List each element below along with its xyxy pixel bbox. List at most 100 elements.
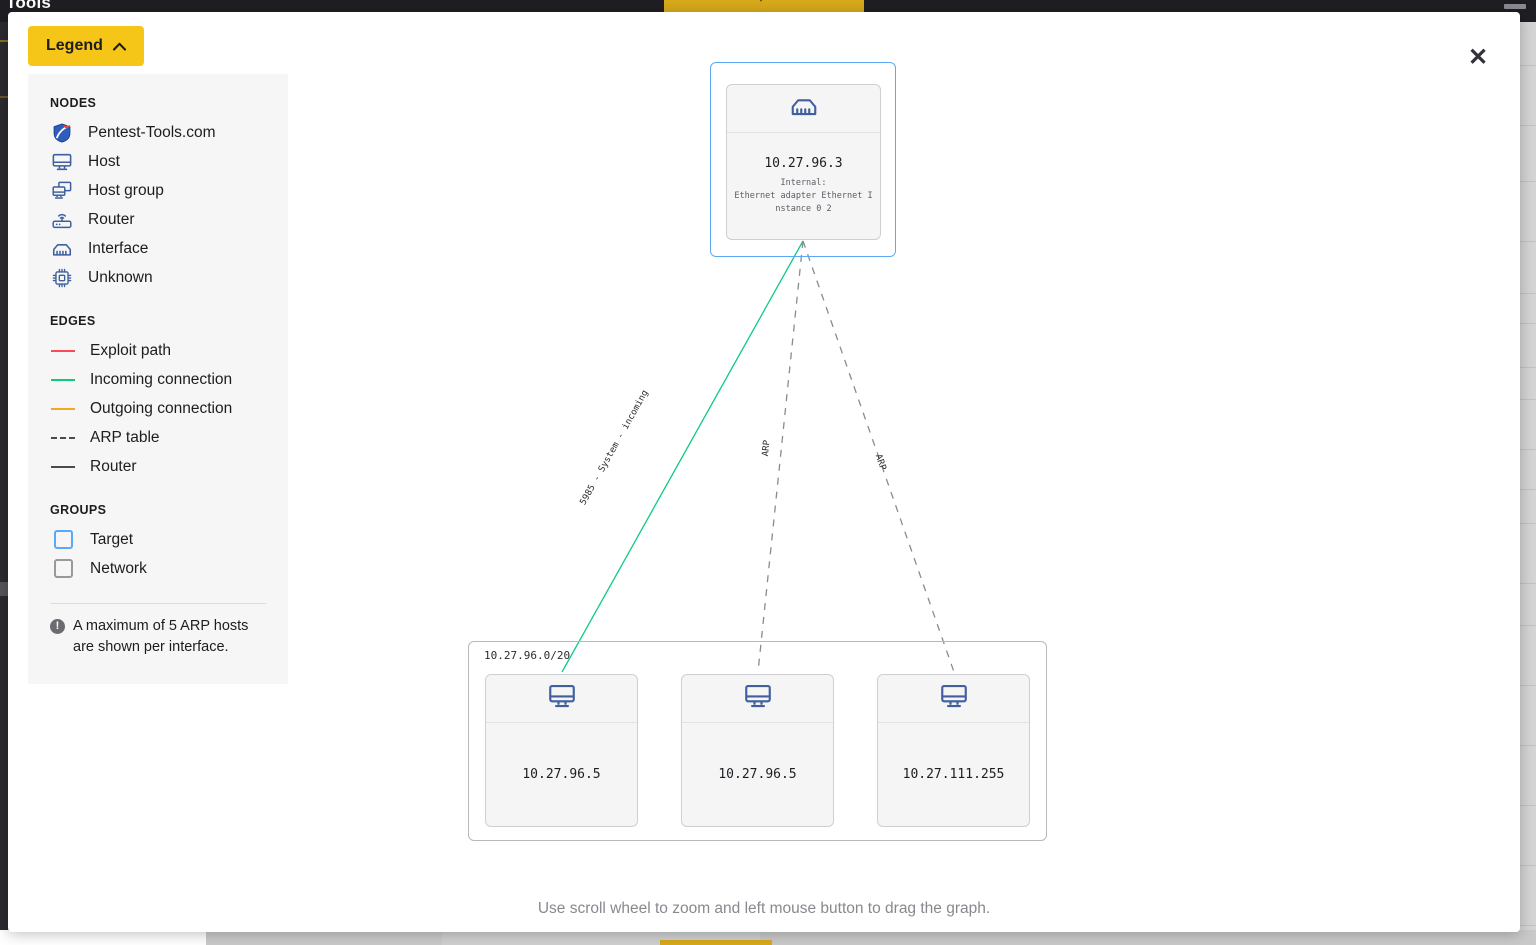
graph-edge — [757, 240, 804, 673]
close-icon[interactable]: ✕ — [1467, 44, 1489, 71]
interface-icon — [789, 91, 819, 126]
group-box-icon — [50, 557, 76, 581]
edge-swatch-icon — [50, 339, 76, 363]
edge-swatch-icon — [50, 397, 76, 421]
monitor-icon — [743, 681, 773, 716]
legend-section-nodes: NODES Pentest-Tools.com Host Host group … — [50, 96, 266, 292]
legend-section-groups: GROUPS Target Network — [50, 503, 266, 583]
monitor-icon — [939, 681, 969, 716]
legend-edge-item: Incoming connection — [50, 365, 266, 394]
legend-divider — [50, 603, 266, 604]
background-table-row — [1508, 626, 1536, 686]
graph-node-title: 10.27.96.3 — [764, 156, 843, 172]
background-table-row — [1508, 686, 1536, 746]
graph-node-header — [486, 675, 637, 723]
background-table-row — [1508, 368, 1536, 400]
legend-node-label: Host group — [88, 181, 164, 199]
background-bottom-strip — [206, 930, 1536, 945]
edge-swatch-icon — [50, 426, 76, 450]
host-group-icon — [50, 179, 74, 203]
background-table-row — [1508, 242, 1536, 294]
interface-icon — [50, 237, 74, 261]
legend-edges-title: EDGES — [50, 314, 96, 328]
graph-edge — [802, 240, 955, 673]
background-table-row — [1508, 66, 1536, 126]
legend-toggle-label: Legend — [46, 37, 103, 54]
legend-node-item: Pentest-Tools.com — [50, 118, 266, 147]
group-box-icon — [50, 528, 76, 552]
legend-group-item: Target — [50, 525, 266, 554]
graph-node-header — [727, 85, 880, 133]
legend-edge-item: Router — [50, 452, 266, 481]
background-table-row — [1508, 324, 1536, 368]
legend-node-label: Pentest-Tools.com — [88, 123, 216, 141]
legend-note: ! A maximum of 5 ARP hosts are shown per… — [50, 616, 266, 658]
network-group-label: 10.27.96.0/20 — [484, 649, 571, 662]
legend-node-item: Unknown — [50, 263, 266, 292]
legend-edge-label: Router — [90, 457, 137, 475]
graph-node-body: 10.27.96.5 — [486, 723, 637, 826]
router-icon — [50, 208, 74, 232]
legend-section-edges: EDGES Exploit path Incoming connection O… — [50, 314, 266, 481]
legend-edge-label: Incoming connection — [90, 370, 233, 388]
legend-edge-item: ARP table — [50, 423, 266, 452]
background-table-row — [1508, 22, 1536, 66]
graph-node-title: 10.27.111.255 — [902, 767, 1005, 782]
background-table-row — [1508, 584, 1536, 626]
background-table-row — [1508, 806, 1536, 866]
legend-node-item: Host — [50, 147, 266, 176]
legend-edge-item: Exploit path — [50, 336, 266, 365]
graph-node-body: 10.27.111.255 — [878, 723, 1029, 826]
graph-node[interactable]: 10.27.96.5 — [681, 674, 834, 827]
graph-node-header — [878, 675, 1029, 723]
network-group-frame[interactable] — [468, 641, 1047, 841]
graph-node[interactable]: 10.27.96.5 — [485, 674, 638, 827]
graph-node-body: 10.27.96.5 — [682, 723, 833, 826]
edge-swatch-icon — [50, 455, 76, 479]
graph-edge — [561, 240, 804, 673]
chip-icon — [50, 266, 74, 290]
background-table-row — [1508, 866, 1536, 926]
monitor-icon — [547, 681, 577, 716]
background-table-row — [1508, 400, 1536, 450]
background-topbar-title: Tools — [6, 0, 52, 12]
legend-group-item: Network — [50, 554, 266, 583]
graph-edges-svg — [561, 240, 955, 673]
graph-node-subtitle: Internal: Ethernet adapter Ethernet Inst… — [734, 178, 873, 214]
edge-swatch-icon — [50, 368, 76, 392]
legend-node-item: Interface — [50, 234, 266, 263]
monitor-icon — [50, 150, 74, 174]
legend-group-label: Network — [90, 559, 147, 577]
target-group-frame[interactable] — [710, 62, 896, 257]
background-table-row — [1508, 450, 1536, 490]
graph-hint-text: Use scroll wheel to zoom and left mouse … — [537, 900, 991, 917]
legend-edge-item: Outgoing connection — [50, 394, 266, 423]
legend-node-label: Router — [88, 210, 135, 228]
legend-node-item: Router — [50, 205, 266, 234]
background-topbar-menu-icon — [1504, 4, 1526, 9]
info-icon: ! — [50, 619, 65, 634]
background-sidebar-marker — [0, 582, 10, 596]
graph-node-header — [682, 675, 833, 723]
legend-nodes-title: NODES — [50, 96, 97, 110]
background-table-row — [1508, 524, 1536, 584]
graph-node[interactable]: 10.27.111.255 — [877, 674, 1030, 827]
legend-edge-label: Exploit path — [90, 341, 171, 359]
graph-node-title: 10.27.96.5 — [718, 767, 797, 782]
background-table-row — [1508, 294, 1536, 324]
legend-note-text: A maximum of 5 ARP hosts are shown per i… — [73, 618, 249, 656]
graph-node-title: 10.27.96.5 — [522, 767, 601, 782]
legend-node-label: Host — [88, 152, 120, 170]
background-bottom-button — [660, 940, 772, 945]
shield-icon — [50, 121, 74, 145]
legend-node-item: Host group — [50, 176, 266, 205]
background-table-row — [1508, 490, 1536, 524]
legend-edge-label: Outgoing connection — [90, 399, 233, 417]
legend-toggle-button[interactable]: Legend — [28, 26, 144, 66]
legend-group-label: Target — [90, 530, 134, 548]
background-table-row — [1508, 746, 1536, 806]
